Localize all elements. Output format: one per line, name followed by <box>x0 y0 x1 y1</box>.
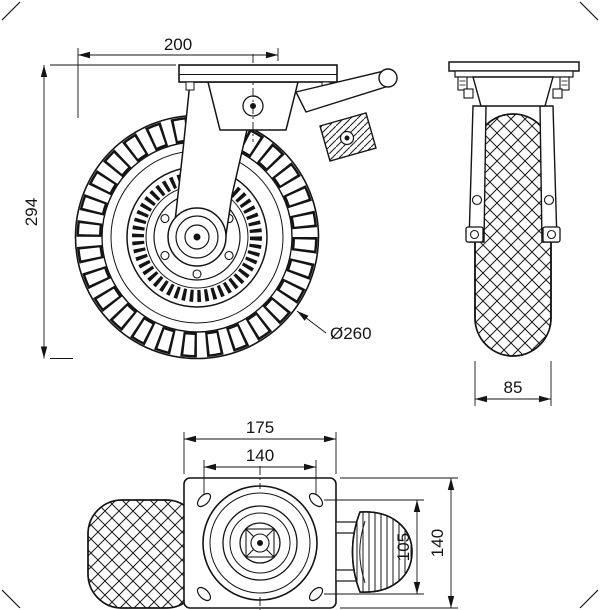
bolt-circle <box>160 250 170 261</box>
diameter-leader-line <box>296 310 327 334</box>
top-mounting-plate-side <box>178 64 338 91</box>
dim-label-plate-width: 140 <box>428 529 447 557</box>
brake-lever-knob <box>378 68 398 88</box>
bolt-slot <box>196 586 212 602</box>
axle-bolt-end <box>469 229 480 240</box>
race-inner-circle <box>209 492 311 594</box>
axle-nuts <box>465 226 561 243</box>
plate-bolt-slots <box>196 492 324 602</box>
bolt-slot <box>308 492 324 508</box>
corner-mark-top-left <box>1 1 21 21</box>
fork-leg-left <box>468 105 487 243</box>
dim-label-wheel-diameter: Ø260 <box>330 324 372 343</box>
mounting-plate-front <box>448 61 580 72</box>
axle-center-dot <box>193 233 201 241</box>
dim-label-wheel-width: 85 <box>504 378 523 397</box>
housing-side-bolt <box>463 88 474 99</box>
brake-pedal-outline <box>351 511 413 593</box>
swivel-race-top <box>202 466 318 610</box>
kingpin-top-dot <box>257 540 263 546</box>
dim-label-plate-offset: 200 <box>164 35 192 54</box>
axle-bolt-end <box>546 229 557 240</box>
brake-pedal-ribs <box>352 511 412 593</box>
brake-lever-assembly <box>295 68 398 162</box>
fork-bolt <box>543 194 555 206</box>
housing-side-bolt <box>552 88 563 99</box>
dim-label-plate-length: 175 <box>246 418 274 437</box>
front-wheel <box>474 113 552 357</box>
pedal-inner-curve <box>359 520 366 584</box>
bearing-circle <box>222 505 298 581</box>
top-view: 175 140 105 140 <box>87 418 458 610</box>
bolt-circle <box>224 250 234 261</box>
wheel-top-tread-pattern <box>88 500 200 608</box>
brake-bolt-dot <box>344 135 350 141</box>
plate-bolt-stub <box>185 81 195 91</box>
side-view-dimensions: 200 294 Ø260 <box>22 35 372 359</box>
plate-bolt-stub <box>457 76 468 91</box>
front-view-dimensions: 85 <box>474 361 552 406</box>
dim-label-bolt-spacing-width: 105 <box>394 533 413 561</box>
top-view-dimensions: 175 140 105 140 <box>183 418 458 609</box>
tire-tread-pattern <box>475 114 551 356</box>
top-wheel <box>87 499 201 609</box>
mounting-plate <box>178 64 338 83</box>
wheel-hub <box>167 207 227 267</box>
brake-pedal-assembly <box>335 511 413 593</box>
plate-lower-layer <box>454 70 574 78</box>
front-view: 85 <box>448 61 580 406</box>
dim-label-overall-height: 294 <box>22 198 41 226</box>
swivel-housing-front <box>472 76 554 107</box>
corner-mark-bottom-right <box>579 589 599 609</box>
corner-mark-top-right <box>579 1 599 21</box>
bolt-slot <box>196 492 212 508</box>
hub-square <box>245 528 275 558</box>
side-view: 200 294 Ø260 <box>22 35 398 360</box>
bolt-slot <box>308 586 324 602</box>
front-plate-assembly <box>448 61 580 107</box>
corner-mark-bottom-left <box>1 589 21 609</box>
bearing-inner-circle <box>229 512 291 574</box>
tread-block-ring <box>76 116 318 358</box>
fork-leg-right <box>539 105 558 243</box>
fork-bolt <box>471 194 483 206</box>
dim-label-bolt-spacing-length: 140 <box>246 446 274 465</box>
plate-bolt-stub <box>559 76 570 91</box>
bolt-circle <box>192 269 202 279</box>
rim-knurl-band <box>132 172 262 302</box>
bolt-circle <box>160 213 170 224</box>
